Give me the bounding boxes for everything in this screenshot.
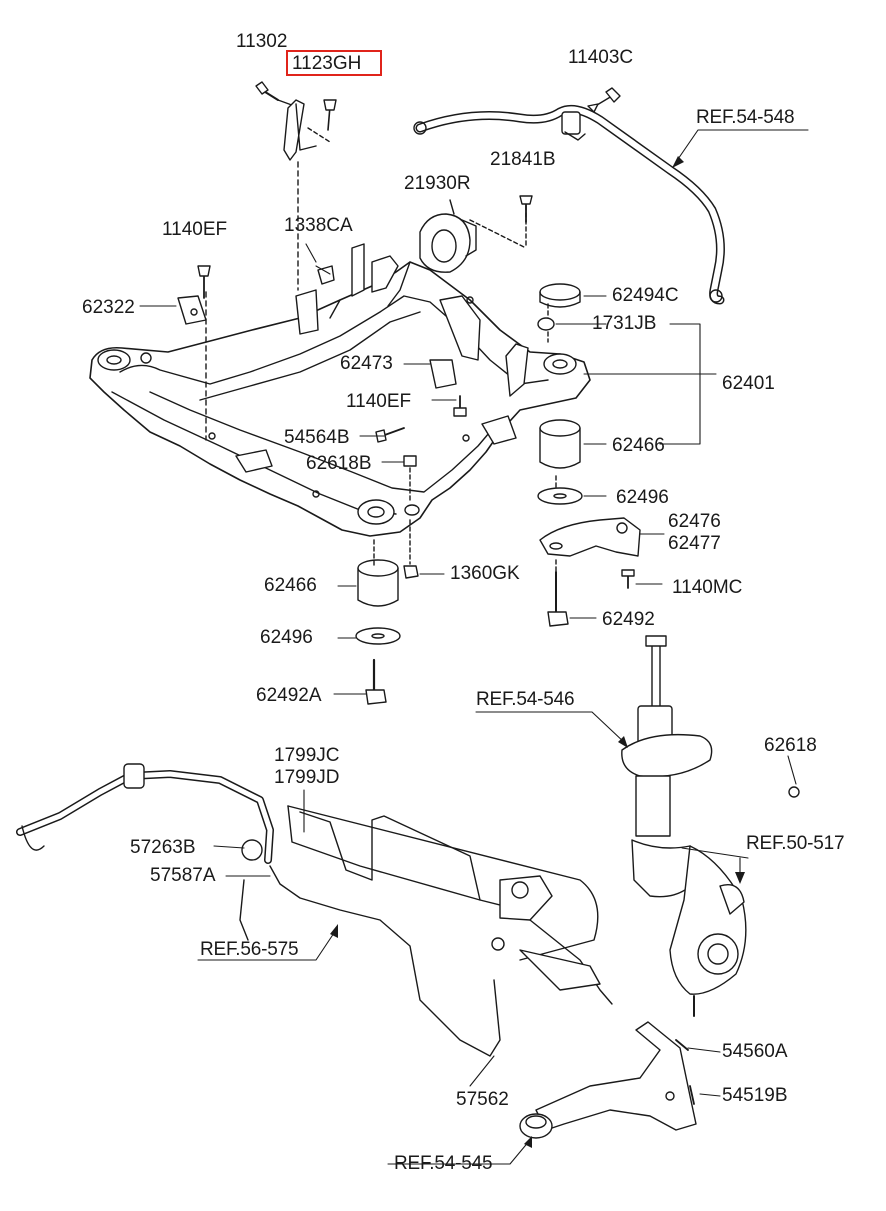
left-bushing-stack: [355, 539, 401, 705]
label-62618B: 62618B: [306, 453, 372, 474]
label-ref-56-575: REF.56-575: [200, 939, 299, 960]
lower-control-arm: [519, 1021, 697, 1139]
label-62466-left: 62466: [264, 575, 317, 596]
label-62477: 62477: [668, 533, 721, 554]
label-62494C: 62494C: [612, 285, 679, 306]
label-ref-50-517: REF.50-517: [746, 833, 845, 854]
right-bushing-stack: [537, 283, 641, 627]
bolt-11403C: [587, 87, 621, 113]
label-54564B: 54564B: [284, 427, 350, 448]
mount-bracket: [255, 81, 337, 291]
steering-gear: [16, 763, 613, 1057]
arrow-heads: [330, 156, 745, 1148]
label-1140EF-upper: 1140EF: [162, 219, 228, 240]
label-1123GH: 1123GH: [292, 53, 362, 74]
label-ref-54-545: REF.54-545: [394, 1153, 493, 1174]
fasteners: [177, 265, 467, 579]
label-62466-right: 62466: [612, 435, 665, 456]
label-62496-right: 62496: [616, 487, 669, 508]
label-62473: 62473: [340, 353, 393, 374]
label-62618: 62618: [764, 735, 817, 756]
label-1140EF-lower: 1140EF: [346, 391, 412, 412]
strut-assembly: [621, 635, 800, 1017]
label-62492: 62492: [602, 609, 655, 630]
label-1140MC: 1140MC: [672, 577, 743, 598]
label-57263B: 57263B: [130, 837, 196, 858]
label-57587A: 57587A: [150, 865, 216, 886]
label-1799JD: 1799JD: [274, 767, 340, 788]
label-11302: 11302: [236, 31, 288, 52]
highlight-box: [286, 50, 382, 76]
label-1338CA: 1338CA: [284, 215, 353, 236]
label-1799JC: 1799JC: [274, 745, 340, 766]
stabilizer-bar: [413, 104, 725, 305]
label-62492A: 62492A: [256, 685, 322, 706]
engine-mount: [419, 195, 533, 273]
label-62322: 62322: [82, 297, 135, 318]
label-21930R: 21930R: [404, 173, 471, 194]
label-ref-54-546: REF.54-546: [476, 689, 575, 710]
label-54519B: 54519B: [722, 1085, 788, 1106]
subframe: [89, 243, 591, 537]
label-11403C: 11403C: [568, 47, 634, 68]
label-62496-left: 62496: [260, 627, 313, 648]
leader-lines: [139, 129, 809, 1165]
label-62401: 62401: [722, 373, 775, 394]
label-ref-54-548: REF.54-548: [696, 107, 795, 128]
label-54560A: 54560A: [722, 1041, 788, 1062]
label-1360GK: 1360GK: [450, 563, 520, 584]
label-62476: 62476: [668, 511, 721, 532]
label-57562: 57562: [456, 1089, 509, 1110]
label-21841B: 21841B: [490, 149, 556, 170]
label-1731JB: 1731JB: [592, 313, 657, 334]
